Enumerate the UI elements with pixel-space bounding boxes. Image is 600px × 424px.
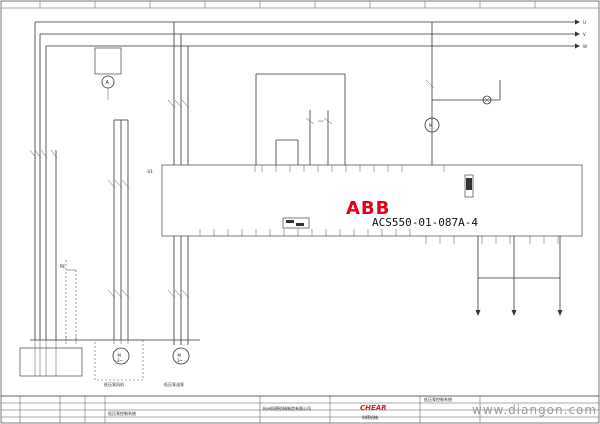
drawing-name-2: 低压泵控制系统 <box>424 396 452 402</box>
drive-model: ACS550-01-087A-4 <box>372 216 478 229</box>
pe-marker: PE <box>60 264 76 271</box>
drawing-name: 低压泵控制系统 <box>108 410 136 416</box>
keypad-slot-fill <box>466 178 472 190</box>
abb-logo: ABB <box>346 198 390 219</box>
output-contactor <box>167 289 190 299</box>
motor-2-mark: M <box>178 353 182 358</box>
dip-switch-bit <box>286 220 294 223</box>
pump-breaker <box>107 179 130 299</box>
motor-2-caption: 低压泵油泵 <box>164 381 184 387</box>
fan-motor-mark: M <box>429 123 433 128</box>
current-meter: A <box>94 47 122 100</box>
company-logo-sub: 科德机械 <box>362 414 378 420</box>
bus-arrows <box>575 19 580 49</box>
motor-1: M 3~ 低压泵风机 <box>94 339 144 387</box>
drive-output <box>173 236 189 345</box>
pump-feeders <box>113 119 129 340</box>
pe-label: PE <box>60 264 65 269</box>
drive-tag: -U1 <box>146 169 153 174</box>
left-breaker <box>29 149 58 159</box>
drive-feeders <box>173 22 189 165</box>
left-feeders <box>34 22 57 340</box>
company-logo: CHEAR <box>360 404 387 412</box>
supply-terminal-box <box>19 347 83 377</box>
fan-circuit: M <box>424 22 501 165</box>
fan-lamp <box>482 95 492 105</box>
motor-1-mark: M <box>118 353 122 358</box>
three-phase-bus <box>35 21 575 47</box>
drive-bottom-terminals <box>199 229 411 236</box>
dip-switch-bit <box>296 223 304 226</box>
acs550-drive: -U1 ABB ACS550-01-087A-4 <box>146 164 583 237</box>
relay-contacts <box>425 236 559 244</box>
ruler-ticks <box>39 1 536 8</box>
motor-1-phase: 3~ <box>117 358 123 363</box>
control-wiring <box>255 73 346 165</box>
relay-outputs <box>477 236 561 310</box>
drive-enclosure <box>161 164 583 237</box>
supply-box-leads <box>34 344 57 376</box>
drive-breaker <box>167 99 190 109</box>
motor-2-phase: 3~ <box>177 358 183 363</box>
title-block: 低压泵控制系统 杭州科德机械制造有限公司 CHEAR 科德机械 低压泵控制系统 <box>1 395 599 423</box>
motor-1-caption: 低压泵风机 <box>104 381 124 387</box>
watermark: www.diangon.com <box>472 403 597 417</box>
bus-end-w: W <box>583 44 587 49</box>
relay-arrows <box>475 310 563 316</box>
dip-switch <box>282 217 310 229</box>
control-contacts <box>305 117 333 125</box>
motor-2: M 3~ 低压泵油泵 <box>164 347 190 387</box>
fan-motor <box>424 117 440 133</box>
drive-top-terminals <box>254 165 445 172</box>
bus-end-u: U <box>583 20 586 25</box>
keypad-slot <box>464 174 474 198</box>
company-name: 杭州科德机械制造有限公司 <box>263 405 311 411</box>
bus-end-v: V <box>583 32 586 37</box>
earth-links <box>65 260 77 340</box>
ammeter-label: A <box>106 80 110 86</box>
